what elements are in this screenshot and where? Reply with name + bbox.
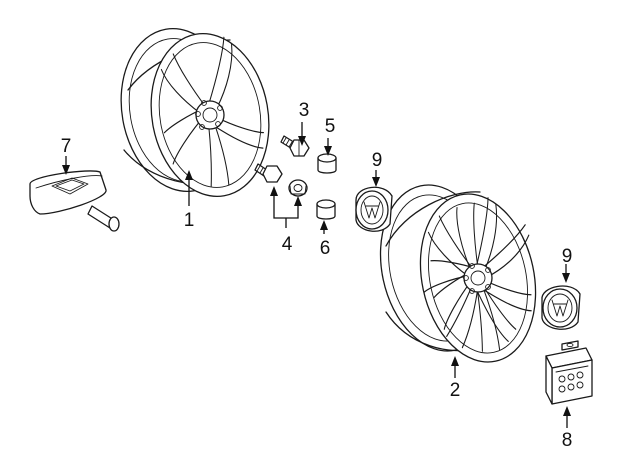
leader-6 — [320, 220, 328, 234]
callout-8: 8 — [562, 430, 573, 451]
leader-2 — [451, 356, 459, 378]
leader-1 — [185, 170, 193, 206]
callout-4: 4 — [282, 234, 293, 255]
leader-9a — [372, 170, 380, 187]
callout-3: 3 — [299, 100, 310, 121]
callout-9b: 9 — [562, 246, 573, 267]
callout-9a: 9 — [372, 150, 383, 171]
callout-2: 2 — [450, 380, 461, 401]
leader-4 — [270, 186, 302, 228]
callout-6: 6 — [320, 238, 331, 259]
callout-1: 1 — [184, 210, 195, 231]
callout-7: 7 — [61, 136, 72, 157]
leader-5 — [324, 138, 332, 156]
valve-cap-kit-icon[interactable] — [545, 340, 593, 405]
alloy-wheel-1[interactable] — [109, 19, 282, 206]
bolt-cap-6-icon[interactable] — [316, 199, 336, 220]
center-cap-9b-icon[interactable] — [541, 285, 581, 330]
center-cap-9a-icon[interactable] — [355, 186, 393, 232]
tpms-sensor-icon[interactable] — [29, 170, 120, 232]
lug-bolt-icon[interactable] — [280, 135, 310, 157]
callout-5: 5 — [325, 116, 336, 137]
leader-3 — [298, 122, 306, 146]
leader-7 — [62, 156, 70, 175]
leader-9b — [562, 264, 570, 283]
lock-bolt-icon[interactable] — [254, 163, 283, 183]
leader-8 — [563, 406, 571, 428]
lock-key-icon[interactable] — [288, 179, 308, 197]
bolt-cap-5-icon[interactable] — [317, 153, 337, 174]
alloy-wheel-2[interactable] — [366, 168, 571, 387]
